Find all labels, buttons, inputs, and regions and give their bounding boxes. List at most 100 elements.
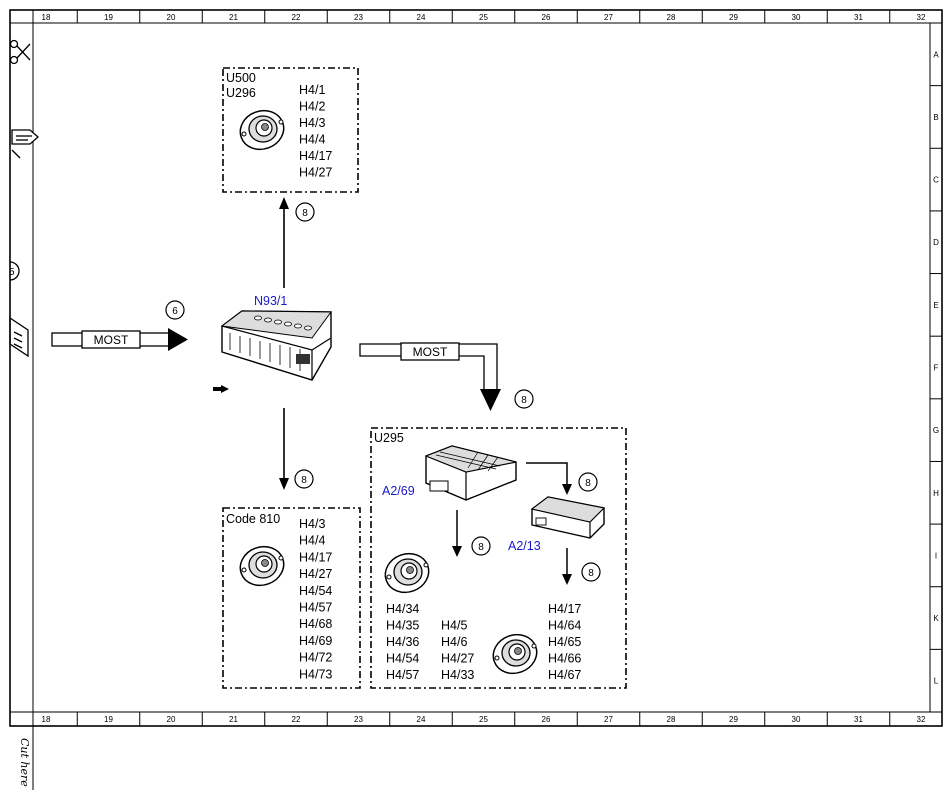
- tuner-id: A2/13: [508, 539, 541, 553]
- column-label-bottom: 25: [479, 715, 488, 724]
- right-speaker-icon-left: [384, 552, 430, 594]
- row-label: L: [934, 677, 939, 686]
- column-label-top: 25: [479, 13, 488, 22]
- right-group-item: H4/67: [548, 668, 581, 682]
- ref-label-amp-tuner: 8: [585, 478, 591, 489]
- right-group-item: H4/34: [386, 602, 419, 616]
- central-module-id: N93/1: [254, 294, 287, 308]
- note-pointer-icon: [213, 385, 229, 393]
- bottom-group-item: H4/69: [299, 634, 332, 648]
- tuner-icon: [530, 496, 606, 539]
- top-group-item: H4/27: [299, 166, 332, 180]
- arrow-to-bottom-group: [279, 408, 289, 490]
- margin-number-circle: 5: [9, 261, 20, 281]
- right-group-item: H4/66: [548, 652, 581, 666]
- ref-label-outbound: 8: [521, 395, 527, 406]
- arrow-to-top-group: [279, 197, 289, 288]
- bottom-group-items: H4/3H4/4H4/17H4/27H4/54H4/57H4/68H4/69H4…: [299, 517, 332, 681]
- column-label-top: 26: [542, 13, 551, 22]
- hand-pointer-icon: [11, 129, 39, 159]
- right-group-item: H4/6: [441, 635, 467, 649]
- column-label-bottom: 24: [417, 715, 426, 724]
- row-label: A: [933, 50, 939, 59]
- right-group-item: H4/54: [386, 652, 419, 666]
- column-label-top: 19: [104, 13, 113, 22]
- bottom-group-item: H4/3: [299, 517, 325, 531]
- right-group-item: H4/35: [386, 619, 419, 633]
- column-label-bottom: 23: [354, 715, 363, 724]
- top-group-item: H4/2: [299, 100, 325, 114]
- column-label-top: 18: [42, 13, 51, 22]
- bottom-group-code: Code 810: [226, 512, 280, 526]
- bottom-group-item: H4/72: [299, 651, 332, 665]
- ref-label-tuner-down: 8: [588, 568, 594, 579]
- top-group-item: H4/1: [299, 83, 325, 97]
- column-label-top: 20: [167, 13, 176, 22]
- column-label-bottom: 18: [42, 715, 51, 724]
- top-group-item: H4/3: [299, 116, 325, 130]
- column-label-top: 27: [604, 13, 613, 22]
- row-label: H: [933, 489, 939, 498]
- amplifier-icon: [424, 445, 517, 501]
- right-group-item: H4/57: [386, 668, 419, 682]
- cut-here-label: Cut here: [18, 738, 31, 787]
- ref-circle-outbound: 8: [514, 389, 534, 409]
- column-label-top: 23: [354, 13, 363, 22]
- row-label: F: [934, 364, 939, 373]
- arrow-amp-to-tuner: [526, 462, 572, 495]
- right-group-item: H4/5: [441, 619, 467, 633]
- column-label-top: 22: [292, 13, 301, 22]
- column-label-top: 28: [667, 13, 676, 22]
- right-group-item: H4/33: [441, 668, 474, 682]
- right-group-code: U295: [374, 431, 404, 445]
- bottom-group-item: H4/17: [299, 550, 332, 564]
- amplifier-id: A2/69: [382, 484, 415, 498]
- drawing-frame: [9, 9, 943, 790]
- column-label-top: 31: [854, 13, 863, 22]
- top-group-box: [222, 67, 359, 193]
- column-label-top: 21: [229, 13, 238, 22]
- central-module-icon: [220, 310, 332, 381]
- column-ruler: 1818191920202121222223232424252526262727…: [42, 10, 926, 726]
- top-speaker-icon: [239, 109, 285, 151]
- pictogram-icon: [9, 316, 29, 358]
- bottom-group-box: [222, 507, 361, 689]
- bottom-group-item: H4/57: [299, 601, 332, 615]
- column-label-bottom: 21: [229, 715, 238, 724]
- arrow-amp-down: [452, 510, 462, 557]
- right-group-item: H4/64: [548, 619, 581, 633]
- arrow-tuner-down: [562, 548, 572, 585]
- ref-circle-inbound: 6: [165, 300, 185, 320]
- row-label: E: [933, 301, 938, 310]
- row-label: D: [933, 238, 939, 247]
- column-label-bottom: 29: [729, 715, 738, 724]
- column-label-bottom: 22: [292, 715, 301, 724]
- ref-label-amp-down: 8: [478, 542, 484, 553]
- ref-circle-amp-down: 8: [471, 536, 491, 556]
- column-label-top: 32: [917, 13, 926, 22]
- ref-circle-bottom: 8: [294, 469, 314, 489]
- ref-label-inbound: 6: [172, 306, 178, 317]
- right-group-item: H4/17: [548, 602, 581, 616]
- outbound-most-arrow: MOST: [359, 342, 501, 411]
- row-label: K: [933, 614, 939, 623]
- bottom-speaker-icon: [239, 545, 285, 587]
- bottom-group-item: H4/27: [299, 567, 332, 581]
- bottom-group-item: H4/73: [299, 667, 332, 681]
- right-speaker-icon-right: [492, 633, 538, 675]
- top-group-code-2: U296: [226, 86, 256, 100]
- row-label: G: [933, 426, 939, 435]
- column-label-top: 29: [729, 13, 738, 22]
- right-group-item: H4/36: [386, 635, 419, 649]
- column-label-bottom: 30: [792, 715, 801, 724]
- row-label: B: [933, 113, 938, 122]
- bottom-group-item: H4/4: [299, 534, 325, 548]
- row-label: I: [935, 551, 937, 560]
- inbound-most-arrow: MOST: [51, 328, 188, 351]
